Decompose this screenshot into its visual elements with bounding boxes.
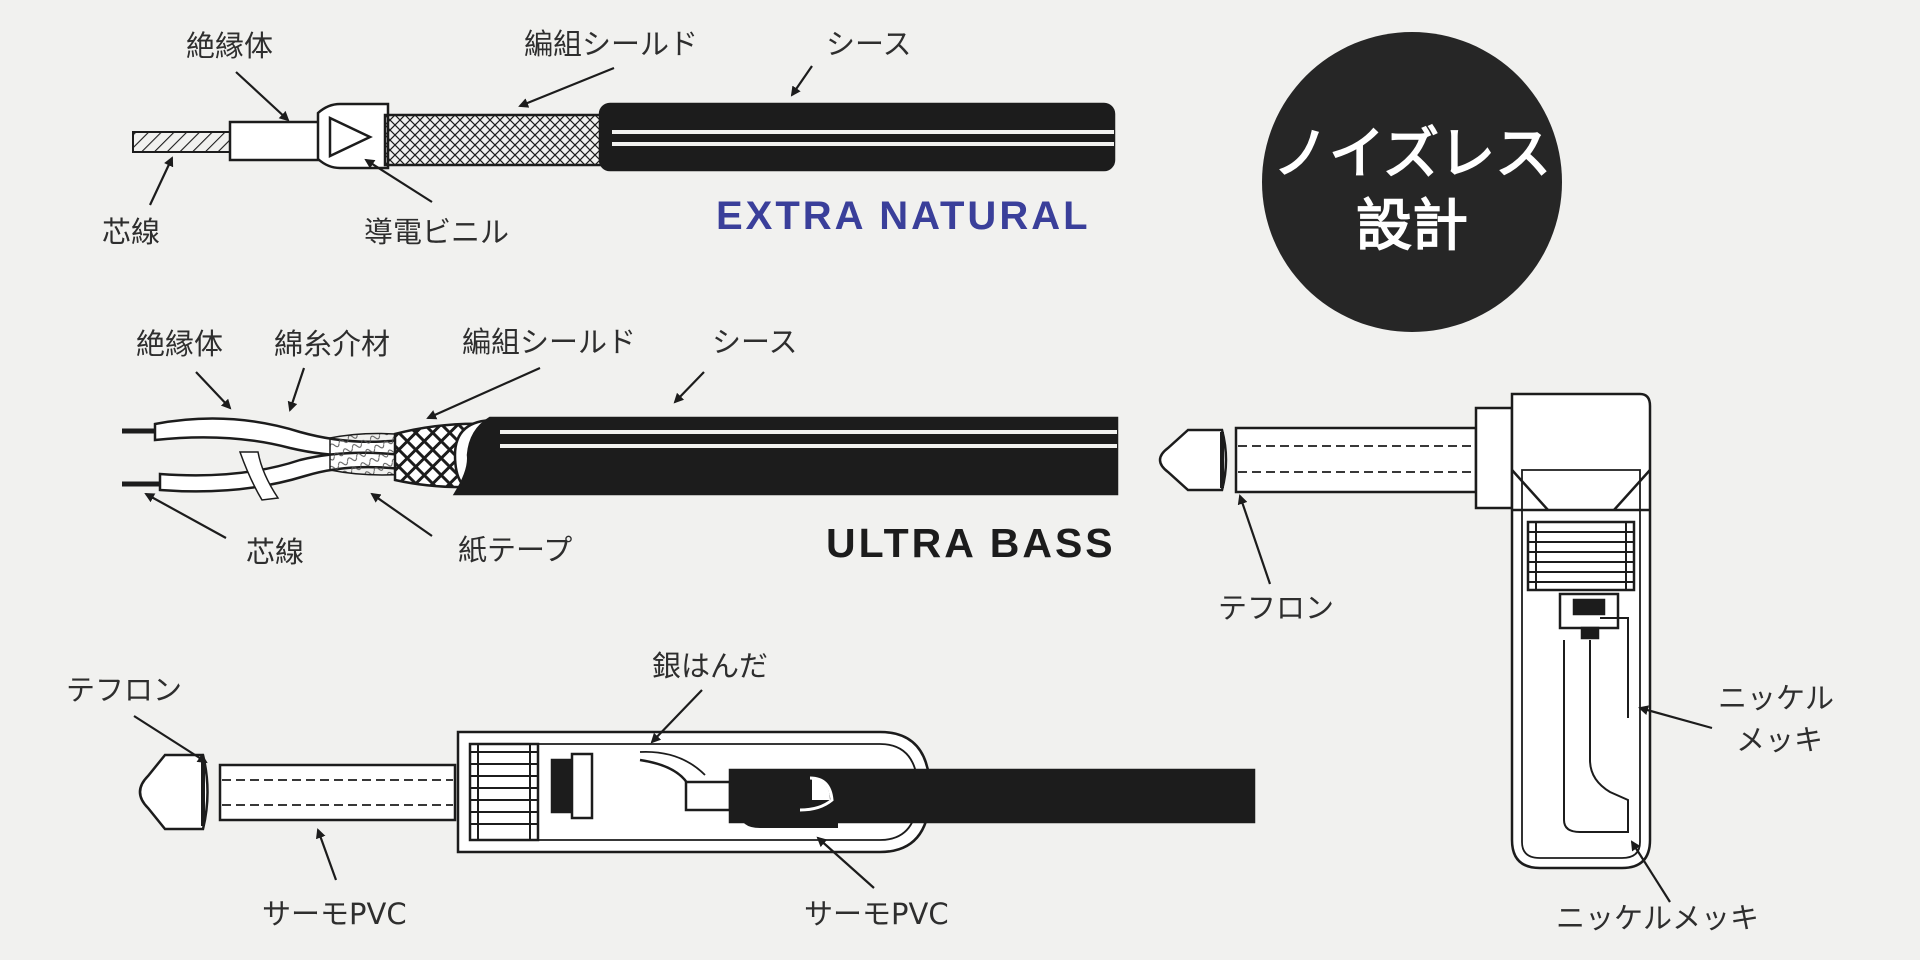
ub-cotton-filler-label: 綿糸介材 bbox=[274, 327, 391, 361]
ub-braided-shield-label: 編組シールド bbox=[462, 325, 637, 359]
ub-sheath-label: シース bbox=[712, 325, 798, 359]
sp-silver-solder-label: 銀はんだ bbox=[652, 649, 769, 683]
sp-thermo-pvc-label-2: サーモPVC bbox=[804, 897, 949, 931]
right-angle-plug bbox=[1158, 392, 1652, 870]
en-sheath-label: シース bbox=[826, 27, 912, 61]
ultra-bass-cable bbox=[122, 416, 1119, 501]
ub-insulator-label: 絶縁体 bbox=[136, 327, 224, 361]
noiseless-badge bbox=[1262, 32, 1562, 332]
en-conductive-vinyl-label: 導電ビニル bbox=[364, 215, 510, 249]
en-braided-shield-label: 編組シールド bbox=[524, 27, 699, 61]
ub-paper-tape-label: 紙テープ bbox=[458, 533, 573, 567]
ra-nickel-label-2: ニッケルメッキ bbox=[1556, 901, 1760, 935]
extra-natural-cable bbox=[132, 102, 1116, 172]
sp-thermo-pvc-label-1: サーモPVC bbox=[262, 897, 407, 931]
ra-nickel-label-1a: ニッケル bbox=[1718, 681, 1835, 715]
straight-plug bbox=[138, 730, 1256, 854]
badge-line-1: ノイズレス bbox=[1272, 122, 1552, 187]
en-core-wire-label: 芯線 bbox=[102, 215, 161, 249]
ra-nickel-label-1b: メッキ bbox=[1736, 723, 1824, 757]
sp-teflon-label: テフロン bbox=[66, 673, 183, 707]
ub-core-wire-label: 芯線 bbox=[246, 535, 305, 569]
ultra-bass-title: ULTRA BASS bbox=[826, 520, 1116, 566]
en-insulator-label: 絶縁体 bbox=[186, 29, 274, 63]
badge-line-2: 設計 bbox=[1356, 194, 1468, 259]
leader-arrows bbox=[133, 65, 1713, 903]
ra-teflon-label: テフロン bbox=[1218, 591, 1335, 625]
extra-natural-title: EXTRA NATURAL bbox=[716, 194, 1091, 238]
